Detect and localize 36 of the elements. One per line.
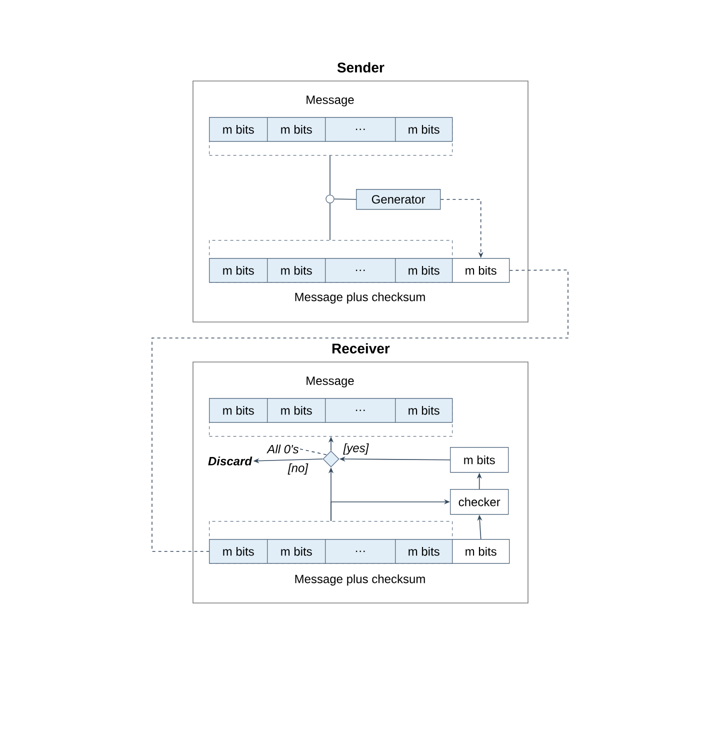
connector-line [334, 198, 356, 200]
bit-cell: m bits [209, 539, 268, 564]
bit-cell: … [325, 117, 396, 142]
node-label: Receiver [332, 343, 390, 354]
bit-cell: m bits [395, 398, 453, 423]
bit-cell: m bits [267, 258, 326, 283]
bit-cell: … [325, 398, 396, 423]
bit-cell: m bits [267, 398, 326, 423]
node-label: Sender [337, 62, 384, 72]
checker-box: checker [450, 489, 509, 515]
bit-cell: … [325, 539, 396, 564]
bit-cell: m bits [395, 539, 453, 564]
leader-line [300, 448, 328, 456]
decision-diamond [322, 450, 340, 468]
bit-cell: m bits [452, 258, 510, 283]
bit-cell: m bits [209, 117, 268, 142]
bit-cell: … [325, 258, 396, 283]
bit-cell: m bits [395, 117, 453, 142]
row-caption: Message [306, 376, 354, 388]
bit-cell: m bits [209, 258, 268, 283]
junction-circle [326, 194, 334, 204]
checksum-box: m bits [450, 447, 509, 473]
edge-label: [no] [287, 462, 309, 476]
generator-box: Generator [356, 189, 441, 210]
bit-cell: m bits [267, 117, 326, 142]
row-caption: Message plus checksum [295, 292, 425, 304]
connector-line [152, 270, 568, 552]
text-label: Discard [208, 456, 252, 466]
row-caption: Message plus checksum [295, 574, 425, 586]
bit-cell: m bits [267, 539, 326, 564]
row-caption: Message [306, 96, 354, 106]
bit-cell: m bits [452, 539, 510, 564]
bit-cell: m bits [209, 398, 268, 423]
text-label: All 0's [266, 444, 299, 454]
edge-label: [yes] [342, 442, 370, 456]
bit-cell: m bits [395, 258, 453, 283]
